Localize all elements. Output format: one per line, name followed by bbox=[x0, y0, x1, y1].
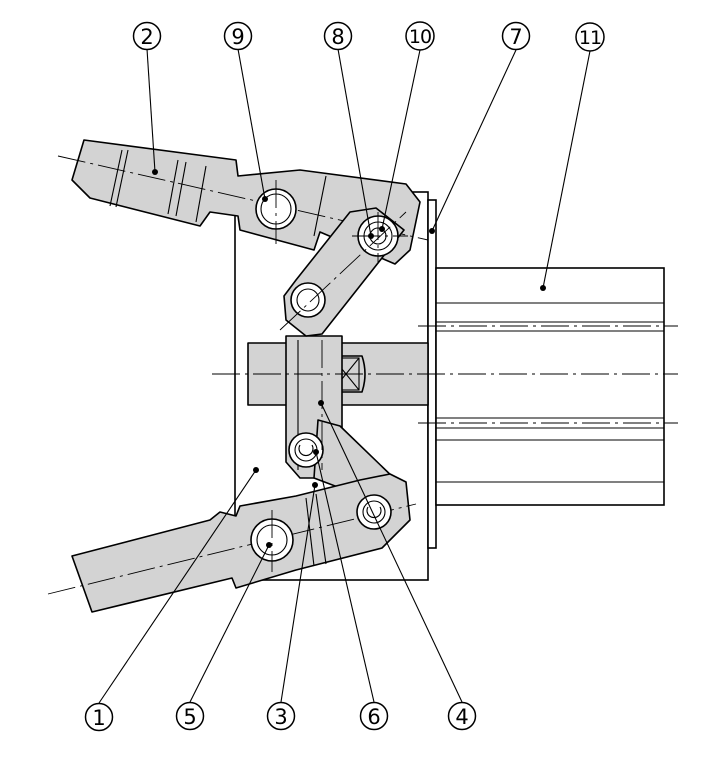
pin-upper-link bbox=[290, 282, 326, 318]
callout-7: 7 bbox=[501, 21, 531, 51]
callout-11: 11 bbox=[575, 22, 605, 52]
callout-3: 3 bbox=[266, 701, 296, 731]
callout-1: 1 bbox=[84, 702, 114, 732]
callout-label: 5 bbox=[183, 705, 196, 729]
callout-4: 4 bbox=[447, 701, 477, 731]
callout-label: 11 bbox=[579, 27, 601, 49]
callout-9: 9 bbox=[223, 21, 253, 51]
callout-10: 10 bbox=[405, 21, 435, 51]
callout-5: 5 bbox=[175, 701, 205, 731]
callout-label: 8 bbox=[331, 25, 344, 49]
callout-label: 2 bbox=[140, 25, 153, 49]
callout-label: 10 bbox=[409, 26, 431, 48]
callout-6: 6 bbox=[359, 701, 389, 731]
leader-lines bbox=[98, 48, 591, 704]
callout-label: 1 bbox=[92, 706, 105, 730]
pin-lower-link bbox=[356, 494, 392, 530]
callout-label: 9 bbox=[231, 25, 244, 49]
callout-label: 3 bbox=[274, 705, 287, 729]
callout-label: 4 bbox=[455, 705, 468, 729]
lower-jaw bbox=[47, 473, 417, 613]
callout-2: 2 bbox=[132, 21, 162, 51]
cylinder bbox=[418, 267, 678, 506]
callout-label: 6 bbox=[367, 705, 380, 729]
callout-8: 8 bbox=[323, 21, 353, 51]
callout-label: 7 bbox=[509, 25, 522, 49]
